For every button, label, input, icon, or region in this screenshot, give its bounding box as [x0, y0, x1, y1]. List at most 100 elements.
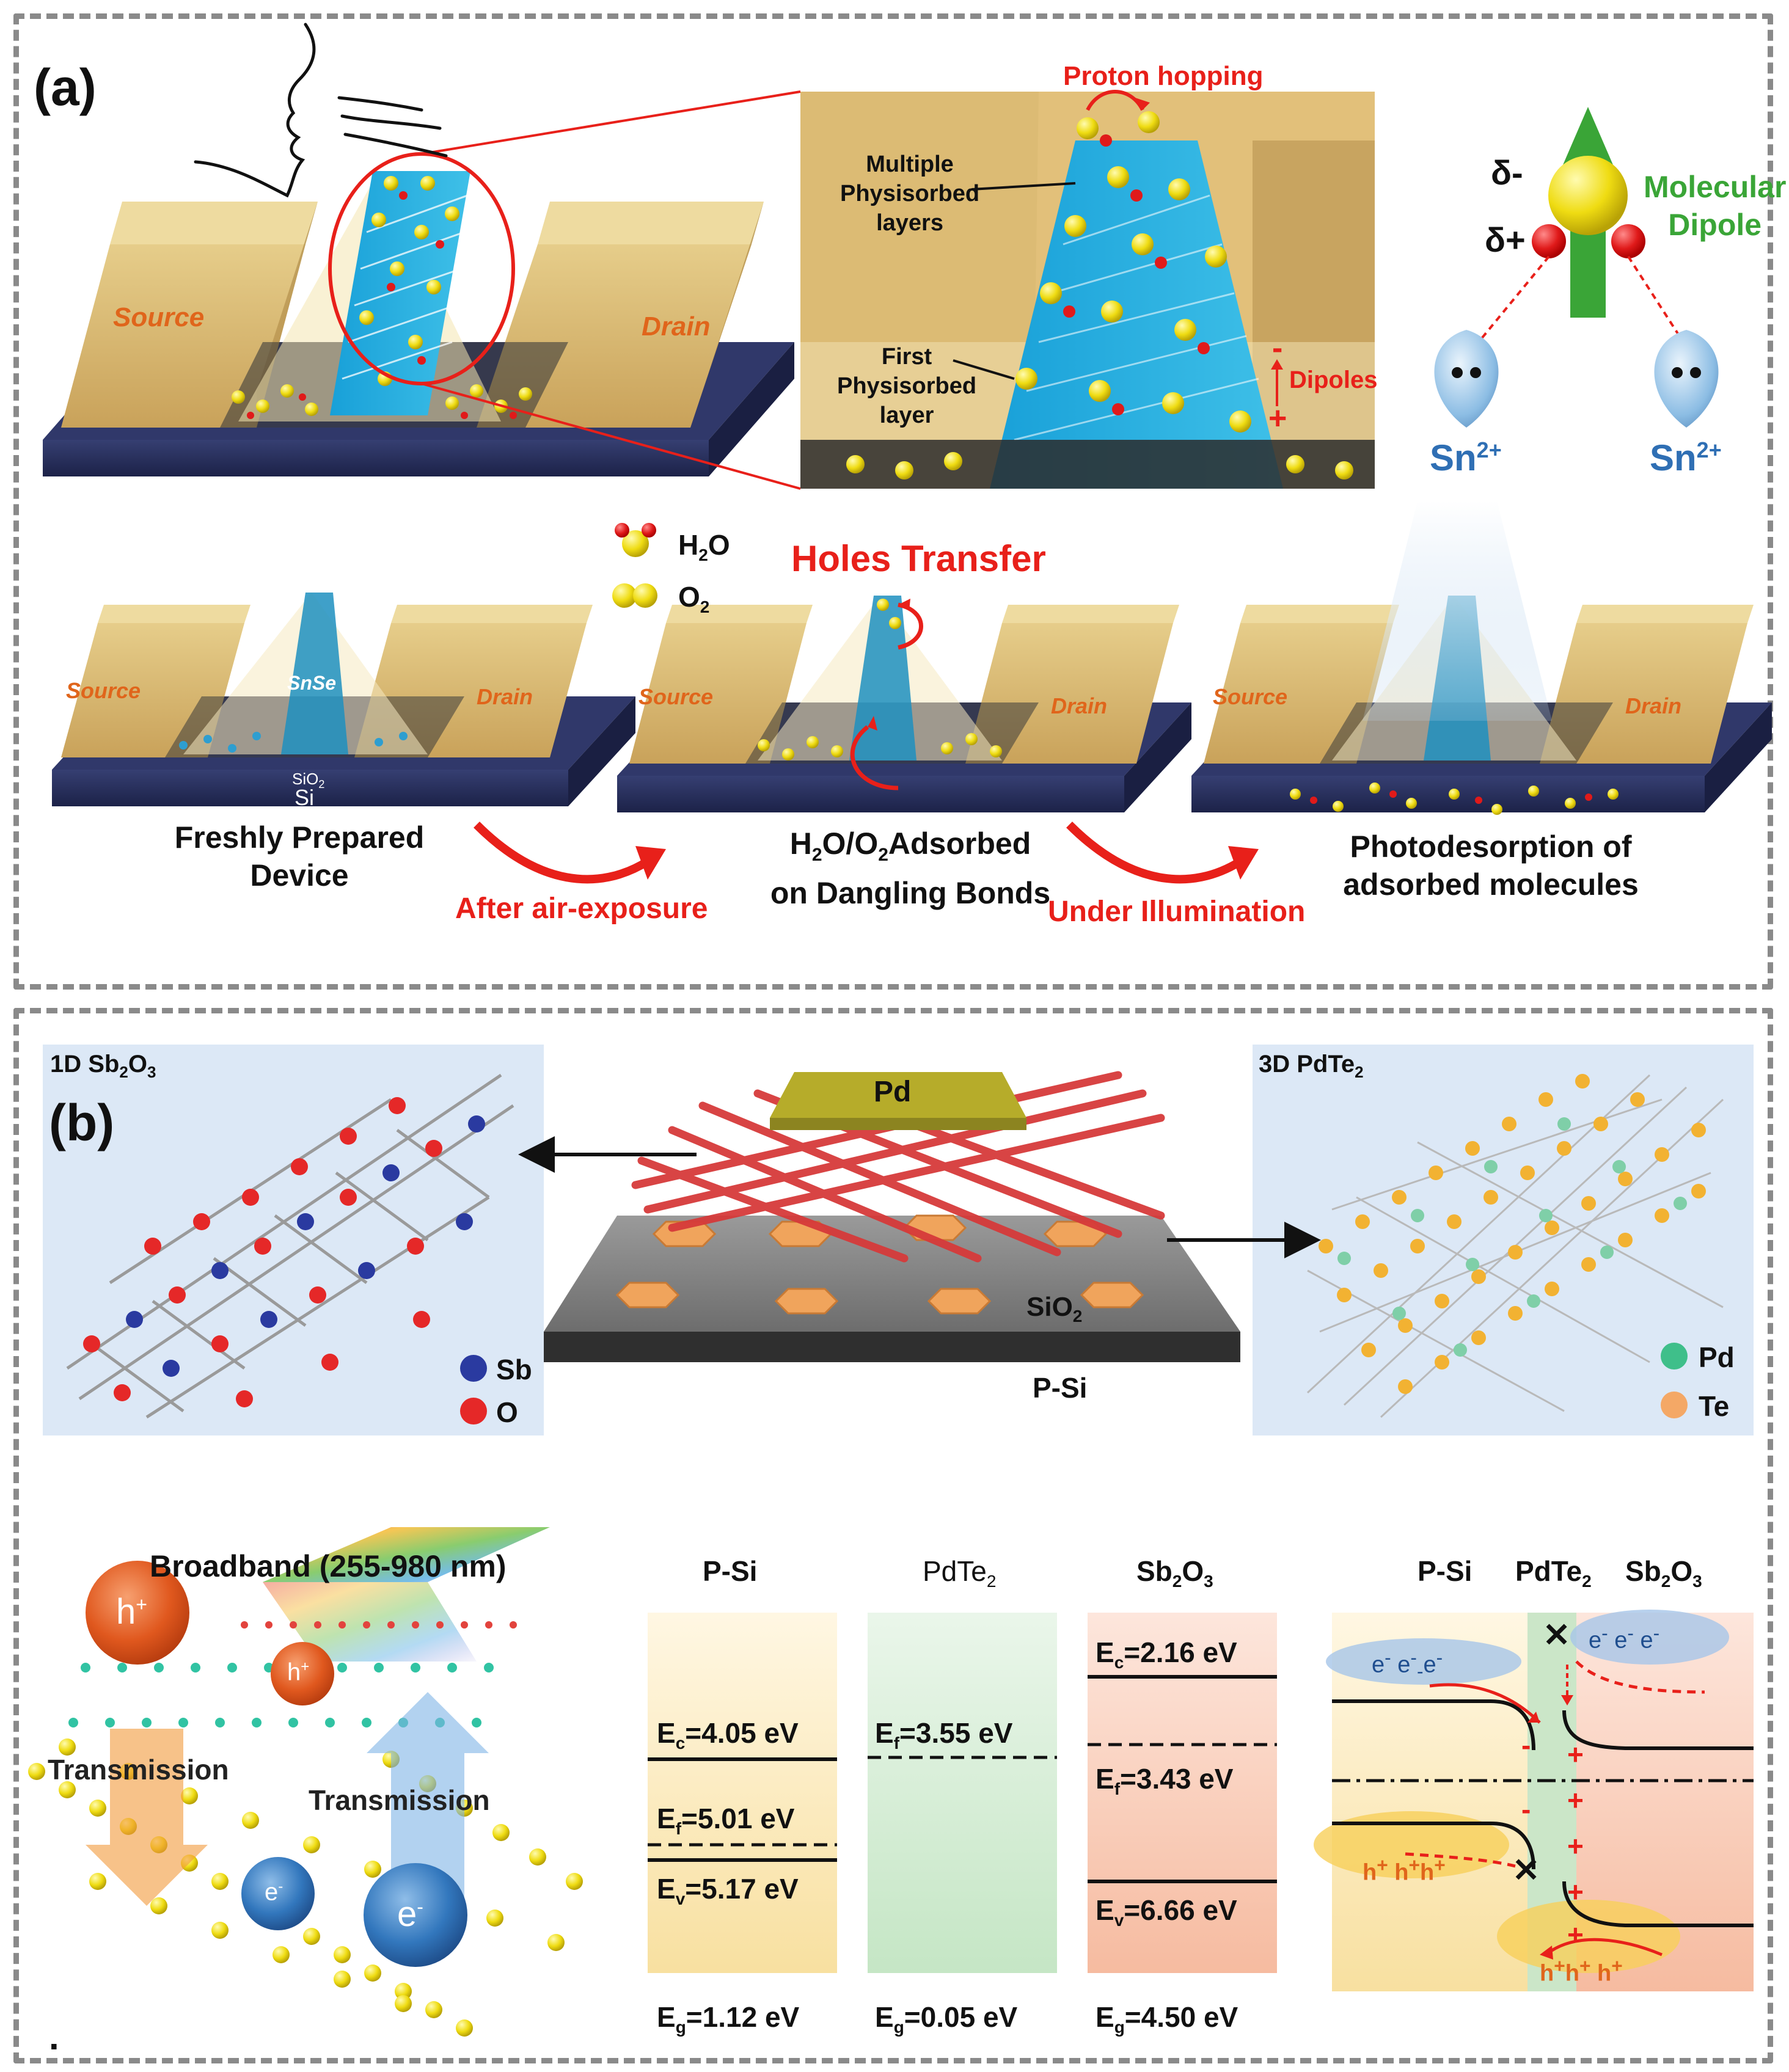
psi-eg-label: Eg=1.12 eV — [657, 2001, 800, 2037]
junction-psi-label: P-Si — [1418, 1555, 1473, 1587]
main-device-molecules — [359, 176, 459, 386]
junction-plus-2: + — [1567, 1784, 1584, 1816]
o-legend-label: O — [496, 1396, 518, 1428]
junction-plus-5: + — [1567, 1919, 1584, 1950]
main-source-label: Source — [113, 302, 205, 332]
adsorbed-source-label: Source — [638, 684, 714, 709]
after-air-label: After air-exposure — [455, 892, 708, 925]
junction-e-right: e- e- e- — [1589, 1622, 1660, 1654]
dipole-plus: + — [1268, 401, 1287, 436]
device-fresh — [52, 593, 635, 806]
device-illuminated — [1191, 501, 1772, 815]
psi-ec-label: Ec=4.05 eV — [657, 1717, 799, 1753]
molecular-dipole — [1434, 107, 1719, 428]
band-col-psi — [648, 1613, 837, 1973]
fresh-si-label: Si — [295, 785, 315, 810]
psi-substrate-label: P-Si — [1033, 1372, 1088, 1404]
sb-legend-label: Sb — [496, 1354, 532, 1385]
main-device — [43, 90, 801, 490]
junction-diagram — [1314, 1610, 1754, 1991]
sb2o3-ef-label: Ef=3.43 eV — [1096, 1763, 1234, 1799]
junction-sb2o3-label: Sb2O3 — [1625, 1555, 1702, 1591]
junction-h-left: h+ h+h+ — [1363, 1854, 1446, 1886]
delta-minus-label: δ- — [1491, 153, 1523, 192]
sb2o3-eg-label: Eg=4.50 eV — [1096, 2001, 1238, 2037]
transmission-right-label: Transmission — [309, 1784, 490, 1816]
under-illum-label: Under Illumination — [1048, 896, 1306, 928]
delta-plus-label: δ+ — [1485, 221, 1526, 259]
junction-plus-1: + — [1567, 1738, 1584, 1770]
hole-large-label: h+ — [116, 1592, 147, 1632]
electron-small-label: e- — [265, 1878, 284, 1906]
multiple-layers-label: Multiple Physisorbed layers — [840, 151, 980, 236]
dipoles-label: Dipoles — [1289, 367, 1378, 393]
band-pdte2-title: PdTe2 — [923, 1555, 997, 1591]
illum-source-label: Source — [1213, 684, 1288, 709]
sb2o3-title: 1D Sb2O3 — [50, 1051, 156, 1081]
adsorbed-drain-label: Drain — [1051, 693, 1108, 718]
device-b-3d — [544, 1071, 1240, 1362]
junction-plus-3: + — [1567, 1830, 1584, 1862]
sn-left-label: Sn2+ — [1430, 437, 1502, 478]
pdte2-ef-label: Ef=3.55 eV — [875, 1717, 1013, 1753]
first-layer-label: First Physisorbed layer — [837, 344, 977, 428]
pd-electrode-label: Pd — [874, 1076, 912, 1108]
trailing-dot: . — [49, 2016, 59, 2057]
transmission-left-label: Transmission — [48, 1754, 229, 1786]
band-sb2o3-title: Sb2O3 — [1136, 1555, 1213, 1591]
pdte2-title: 3D PdTe2 — [1259, 1051, 1364, 1081]
dipole-minus: - — [1272, 330, 1283, 366]
fresh-caption: Freshly Prepared Device — [174, 820, 425, 892]
junction-plus-4: + — [1567, 1876, 1584, 1908]
band-col-sb2o3 — [1088, 1613, 1277, 1973]
fresh-drain-label: Drain — [477, 684, 533, 709]
band-psi-title: P-Si — [703, 1555, 758, 1587]
hole-ball-large — [86, 1561, 189, 1665]
holes-transfer-label: Holes Transfer — [791, 538, 1046, 579]
fresh-sio2-label: SiO2 — [292, 770, 325, 791]
sb2o3-atoms — [83, 1097, 487, 1424]
electron-large-label: e- — [397, 1894, 423, 1934]
psi-ef-label: Ef=5.01 eV — [657, 1803, 795, 1839]
panel-a-frame — [13, 13, 1773, 990]
illum-caption: Photodesorption of adsorbed molecules — [1343, 830, 1639, 902]
inset-molecules — [846, 111, 1353, 480]
pd-legend-label: Pd — [1699, 1341, 1735, 1373]
te-legend-label: Te — [1699, 1390, 1730, 1422]
band-col-pdte2 — [868, 1613, 1057, 1973]
junction-e-left: e- e--e- — [1372, 1646, 1443, 1682]
panel-b-frame — [13, 1008, 1773, 2063]
junction-h-bottom: h+h+ h+ — [1540, 1955, 1623, 1986]
molecular-dipole-label: Molecular Dipole — [1644, 170, 1787, 242]
broadband-illustration — [28, 1527, 583, 2037]
sb2o3-ec-label: Ec=2.16 eV — [1096, 1636, 1237, 1673]
molecule-legend — [612, 523, 657, 608]
flow-arrow-1 — [474, 822, 666, 884]
junction-minus-2: - — [1521, 1793, 1531, 1825]
junction-pdte2-label: PdTe2 — [1515, 1555, 1592, 1591]
illum-drain-label: Drain — [1625, 693, 1682, 718]
electron-ball-small — [241, 1857, 315, 1930]
panel-b-label: (b) — [49, 1094, 115, 1151]
adsorbed-caption: H2O/O2Adsorbed on Dangling Bonds — [770, 826, 1051, 910]
sio2-label: SiO2 — [1026, 1292, 1083, 1326]
pdte2-atoms — [1319, 1074, 1706, 1418]
broadband-label: Broadband (255-980 nm) — [150, 1549, 507, 1583]
psi-ev-label: Ev=5.17 eV — [657, 1873, 799, 1909]
pdte2-panel-bg — [1253, 1045, 1754, 1435]
zoom-inset — [800, 90, 1375, 489]
sn-right-label: Sn2+ — [1650, 437, 1722, 478]
main-device-bottom-row — [232, 384, 532, 419]
fresh-source-label: Source — [66, 678, 141, 703]
main-drain-label: Drain — [642, 312, 711, 341]
flow-arrow-2 — [1066, 822, 1259, 884]
h2o-legend-label: H2O — [678, 529, 730, 565]
pdte2-eg-label: Eg=0.05 eV — [875, 2001, 1018, 2037]
breathing-face — [194, 23, 448, 198]
hole-small-label: h+ — [287, 1658, 310, 1686]
fresh-material-label: SnSe — [287, 672, 337, 694]
device-adsorbed — [617, 596, 1191, 812]
junction-cross-top: ✕ — [1543, 1617, 1571, 1654]
junction-cross-bottom: ✕ — [1512, 1852, 1540, 1889]
